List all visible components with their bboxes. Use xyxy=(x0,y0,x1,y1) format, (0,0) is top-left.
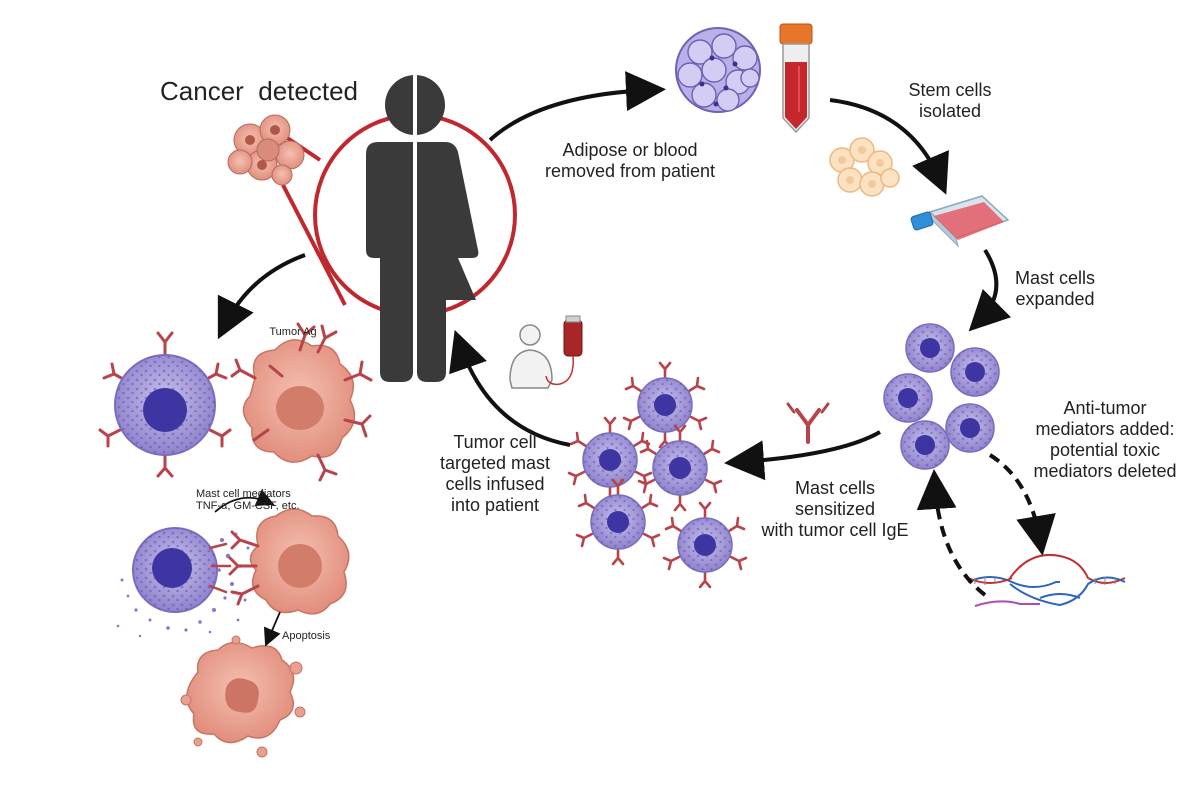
sensitized-mast-cells xyxy=(567,361,748,589)
targeted-tumor-cell xyxy=(228,508,350,615)
arrow-infusion xyxy=(449,329,571,447)
arrow-removal xyxy=(488,71,666,142)
dna-editing-icon xyxy=(967,554,1126,607)
label-sensitized: Mast cells sensitized with tumor cell Ig… xyxy=(761,478,909,540)
mast-cell-cluster xyxy=(883,323,1000,470)
label-anti-tumor: Anti-tumor mediators added: potential to… xyxy=(1033,398,1177,481)
label-adipose-removed: Adipose or blood removed from patient xyxy=(544,140,716,181)
tumor-cell-with-antibodies xyxy=(230,322,373,482)
degranulating-mast-cell xyxy=(116,527,250,638)
apoptotic-tumor-cell xyxy=(180,635,306,758)
blood-tube-icon xyxy=(779,23,813,134)
label-mast-cells-expanded: Mast cells expanded xyxy=(1014,268,1095,309)
label-apoptosis: Apoptosis xyxy=(282,630,331,642)
iv-patient-icon xyxy=(509,315,583,389)
arrow-sensitization xyxy=(724,430,881,481)
arrow-to-dna xyxy=(988,453,1056,556)
stem-cell-cluster-icon xyxy=(829,137,900,197)
antibody-icon xyxy=(786,402,830,444)
label-tumor-ag: Tumor Ag xyxy=(269,326,317,338)
tumor-cluster-icon xyxy=(227,114,305,186)
label-stem-cells-isolated: Stem cells isolated xyxy=(908,80,992,121)
mast-cell-with-antigens xyxy=(98,331,232,478)
adipose-tissue-icon xyxy=(675,27,761,113)
arrow-from-dna xyxy=(916,469,987,597)
arrow-isolation xyxy=(829,98,949,195)
culture-flask-icon xyxy=(910,195,1010,248)
label-mediators: Mast cell mediators TNF-α, GM-CSF, etc. xyxy=(196,488,300,512)
person-icon xyxy=(281,70,517,390)
label-infused: Tumor cell targeted mast cells infused i… xyxy=(439,432,551,515)
small-arrows xyxy=(214,489,281,647)
label-cancer-detected: Cancer detected xyxy=(160,76,359,106)
flow-arrows xyxy=(217,71,1056,597)
arrow-mechanism xyxy=(217,253,306,340)
arrow-expansion xyxy=(968,248,1012,332)
